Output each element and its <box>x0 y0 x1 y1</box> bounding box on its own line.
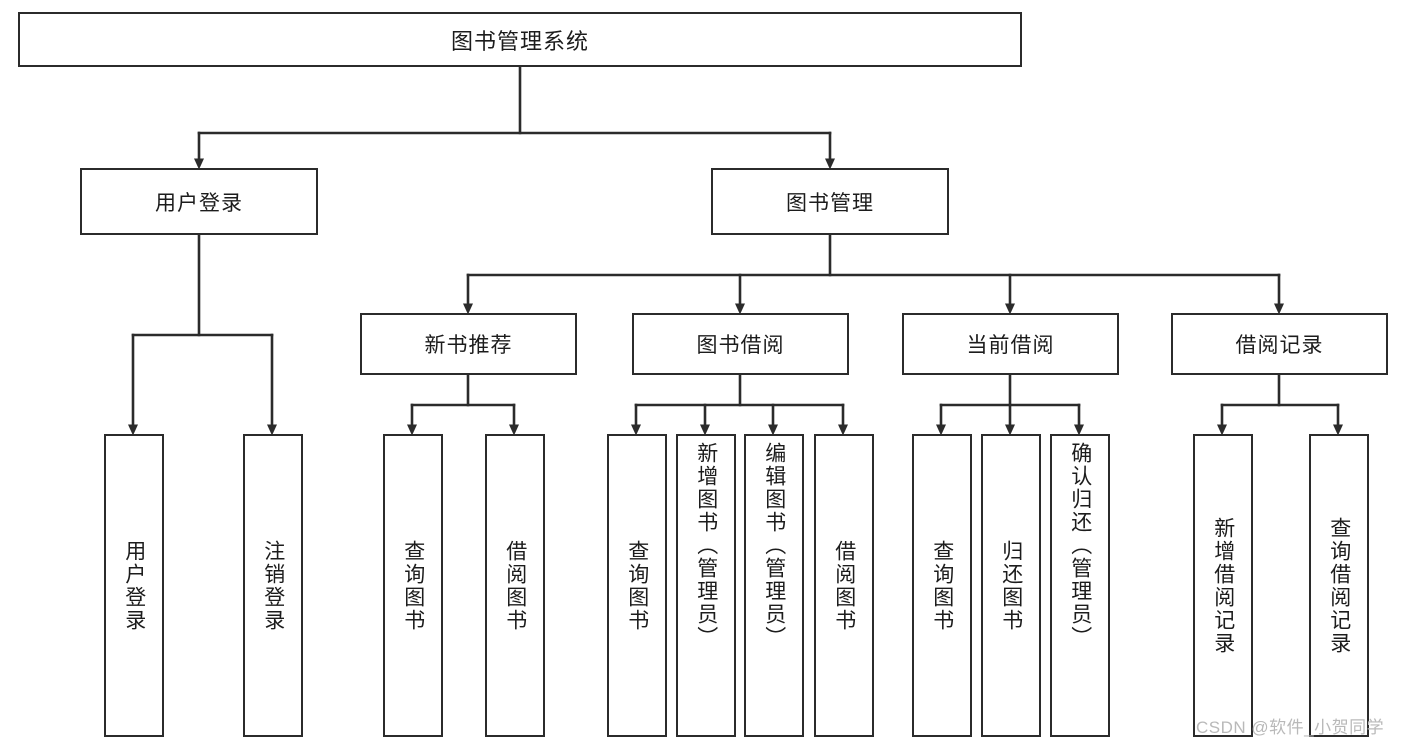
leaf-label: 查询借阅记录 <box>1327 516 1351 655</box>
leaf-query-book-2[interactable]: 查询图书 <box>607 434 667 737</box>
node-borrow-record[interactable]: 借阅记录 <box>1171 313 1388 375</box>
leaf-label: 确认归还（管理员） <box>1068 442 1092 649</box>
node-user-login[interactable]: 用户登录 <box>80 168 318 235</box>
leaf-label: 查询图书 <box>930 539 954 632</box>
leaf-query-borrow-record[interactable]: 查询借阅记录 <box>1309 434 1369 737</box>
leaf-add-borrow-record[interactable]: 新增借阅记录 <box>1193 434 1253 737</box>
node-new-book-recommend[interactable]: 新书推荐 <box>360 313 577 375</box>
leaf-logout-login[interactable]: 注销登录 <box>243 434 303 737</box>
leaf-label: 借阅图书 <box>832 539 856 632</box>
leaf-add-book-admin[interactable]: 新增图书（管理员） <box>676 434 736 737</box>
leaf-label: 注销登录 <box>261 539 285 632</box>
leaf-user-login[interactable]: 用户登录 <box>104 434 164 737</box>
node-label: 新书推荐 <box>424 334 513 357</box>
node-label: 当前借阅 <box>966 334 1055 357</box>
leaf-query-book-3[interactable]: 查询图书 <box>912 434 972 737</box>
node-label: 图书借阅 <box>696 334 785 357</box>
node-label: 图书管理系统 <box>450 28 589 54</box>
leaf-label: 查询图书 <box>401 539 425 632</box>
leaf-label: 新增借阅记录 <box>1211 516 1235 655</box>
leaf-borrow-book-2[interactable]: 借阅图书 <box>814 434 874 737</box>
leaf-label: 编辑图书（管理员） <box>762 442 786 649</box>
leaf-label: 新增图书（管理员） <box>694 442 718 649</box>
leaf-label: 借阅图书 <box>503 539 527 632</box>
leaf-label: 归还图书 <box>999 539 1023 632</box>
leaf-return-book[interactable]: 归还图书 <box>981 434 1041 737</box>
node-label: 图书管理 <box>786 191 874 215</box>
leaf-confirm-return-admin[interactable]: 确认归还（管理员） <box>1050 434 1110 737</box>
leaf-query-book-1[interactable]: 查询图书 <box>383 434 443 737</box>
node-label: 借阅记录 <box>1235 334 1324 357</box>
leaf-label: 用户登录 <box>122 539 146 632</box>
node-book-management[interactable]: 图书管理 <box>711 168 949 235</box>
leaf-edit-book-admin[interactable]: 编辑图书（管理员） <box>744 434 804 737</box>
node-book-borrow[interactable]: 图书借阅 <box>632 313 849 375</box>
leaf-label: 查询图书 <box>625 539 649 632</box>
node-current-borrow[interactable]: 当前借阅 <box>902 313 1119 375</box>
node-root-book-management-system[interactable]: 图书管理系统 <box>18 12 1022 67</box>
node-label: 用户登录 <box>155 191 243 215</box>
leaf-borrow-book-1[interactable]: 借阅图书 <box>485 434 545 737</box>
